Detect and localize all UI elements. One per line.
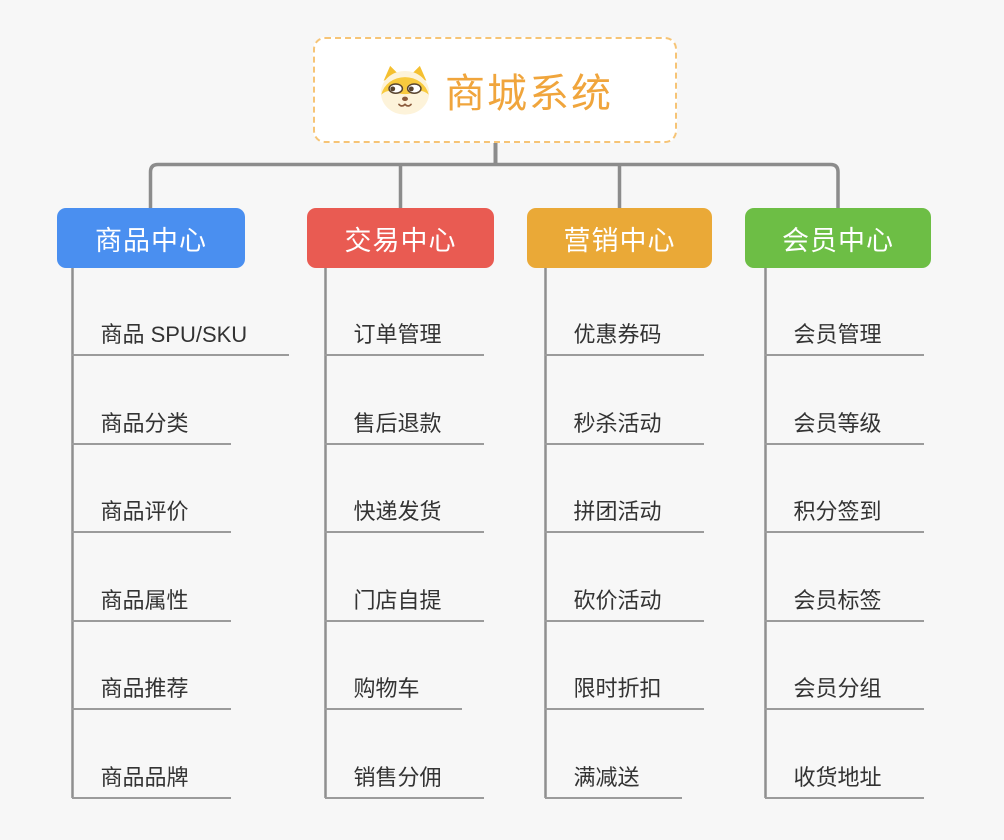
branch-children-member: 会员管理 会员等级 积分签到 会员标签 会员分组 收货地址 — [764, 268, 924, 800]
branch-node-member-center[interactable]: 会员中心 — [745, 208, 931, 268]
leaf-node[interactable]: 满减送 — [544, 760, 682, 800]
branch-label: 会员中心 — [782, 225, 894, 256]
leaf-node[interactable]: 会员管理 — [764, 317, 924, 357]
leaf-node[interactable]: 会员标签 — [764, 583, 924, 622]
leaf-node[interactable]: 秒杀活动 — [544, 406, 704, 445]
leaf-node[interactable]: 砍价活动 — [544, 583, 704, 622]
leaf-node[interactable]: 购物车 — [324, 671, 462, 711]
leaf-node[interactable]: 会员等级 — [764, 406, 924, 445]
leaf-node[interactable]: 快递发货 — [324, 494, 484, 534]
branch-node-product-center[interactable]: 商品中心 — [57, 208, 245, 268]
branch-children-trade: 订单管理 售后退款 快递发货 门店自提 购物车 销售分佣 — [324, 268, 484, 800]
branch-node-trade-center[interactable]: 交易中心 — [307, 208, 494, 268]
leaf-node[interactable]: 商品品牌 — [71, 760, 231, 800]
leaf-node[interactable]: 商品评价 — [71, 494, 231, 534]
leaf-node[interactable]: 优惠券码 — [544, 317, 704, 357]
leaf-node[interactable]: 商品推荐 — [71, 671, 231, 711]
leaf-node[interactable]: 门店自提 — [324, 583, 484, 622]
leaf-node[interactable]: 积分签到 — [764, 494, 924, 534]
leaf-node[interactable]: 会员分组 — [764, 671, 924, 711]
leaf-node[interactable]: 商品 SPU/SKU — [71, 317, 290, 357]
leaf-node[interactable]: 收货地址 — [764, 760, 924, 800]
leaf-node[interactable]: 限时折扣 — [544, 671, 704, 711]
leaf-node[interactable]: 商品分类 — [71, 406, 231, 445]
branch-label: 交易中心 — [344, 225, 457, 256]
branch-label: 商品中心 — [95, 225, 207, 256]
branch-node-marketing-center[interactable]: 营销中心 — [527, 208, 712, 268]
leaf-node[interactable]: 拼团活动 — [544, 494, 704, 534]
leaf-node[interactable]: 商品属性 — [71, 583, 231, 622]
leaf-node[interactable]: 销售分佣 — [324, 760, 484, 800]
leaf-node[interactable]: 售后退款 — [324, 406, 484, 445]
root-node[interactable]: 商城系统 — [313, 37, 677, 143]
dog-face-icon — [380, 65, 430, 115]
branch-children-marketing: 优惠券码 秒杀活动 拼团活动 砍价活动 限时折扣 满减送 — [544, 268, 704, 800]
branch-label: 营销中心 — [563, 225, 676, 256]
root-title: 商城系统 — [445, 72, 613, 116]
leaf-node[interactable]: 订单管理 — [324, 317, 484, 357]
branch-children-product: 商品 SPU/SKU 商品分类 商品评价 商品属性 商品推荐 商品品牌 — [71, 268, 290, 800]
